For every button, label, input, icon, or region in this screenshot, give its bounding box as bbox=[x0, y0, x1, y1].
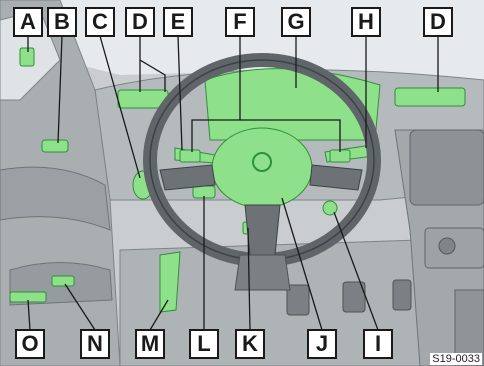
figure-reference-code: S19-0033 bbox=[430, 353, 482, 365]
callout-j: J bbox=[307, 329, 337, 359]
callout-b: B bbox=[47, 7, 77, 37]
steering-spoke-right bbox=[310, 165, 362, 190]
callout-d-right: D bbox=[423, 7, 453, 37]
callout-g: G bbox=[281, 7, 311, 37]
callout-i: I bbox=[363, 329, 393, 359]
callout-a: A bbox=[13, 7, 43, 37]
steering-spoke-bottom bbox=[245, 205, 280, 255]
highlight-n-window-switch bbox=[52, 276, 74, 286]
windshield bbox=[60, 0, 484, 80]
steering-spoke-left bbox=[160, 165, 215, 190]
callout-m: M bbox=[135, 329, 165, 359]
highlight-d-vent-right bbox=[395, 88, 465, 106]
highlight-f-buttons-left bbox=[180, 150, 200, 162]
callout-d-left: D bbox=[125, 7, 155, 37]
highlight-b-door-handle bbox=[42, 140, 68, 152]
pedal-accelerator bbox=[393, 280, 411, 310]
highlight-j-horn-airbag bbox=[212, 128, 312, 208]
callout-e: E bbox=[163, 7, 193, 37]
callout-n: N bbox=[80, 329, 110, 359]
climate-knob bbox=[439, 238, 455, 254]
callout-k: K bbox=[235, 329, 265, 359]
infotainment-screen bbox=[410, 130, 484, 205]
callout-h: H bbox=[351, 7, 381, 37]
steering-column bbox=[235, 255, 290, 290]
callout-o: O bbox=[15, 329, 45, 359]
callout-l: L bbox=[189, 329, 219, 359]
callout-f: F bbox=[225, 7, 255, 37]
highlight-a-mirror bbox=[20, 48, 34, 66]
callout-c: C bbox=[85, 7, 115, 37]
